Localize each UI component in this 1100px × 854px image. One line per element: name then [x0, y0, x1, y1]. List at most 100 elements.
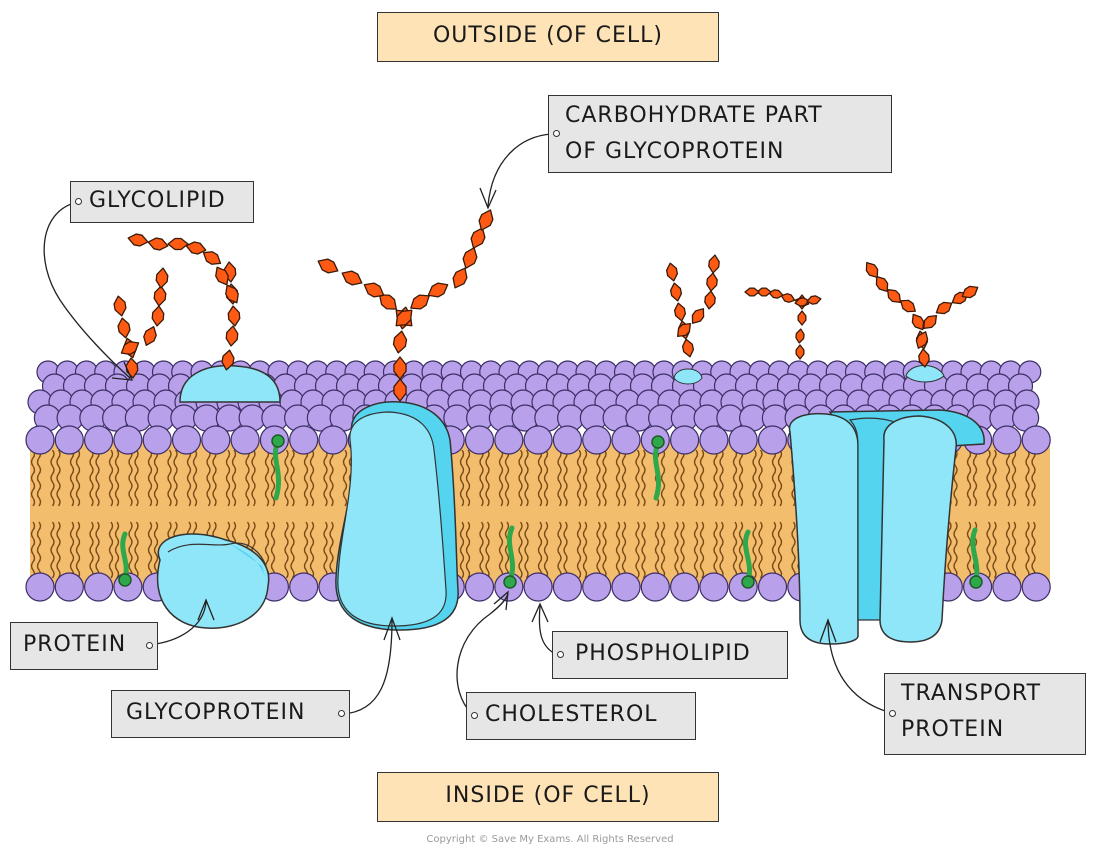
phospholipid-tail [557, 449, 562, 507]
phospholipid-tail [524, 449, 529, 507]
phospholipid-tail [114, 521, 120, 579]
phospholipid-tail [602, 521, 607, 579]
phospholipid-tail [1025, 521, 1030, 579]
carbohydrate-unit [147, 237, 169, 251]
cholesterol-label: CHOLESTEROL [466, 692, 696, 740]
phospholipid-tail [563, 521, 568, 579]
phospholipid-head [699, 572, 729, 602]
carbohydrate-unit [911, 313, 925, 331]
phospholipid-tail [147, 521, 153, 579]
phospholipid-tail [270, 449, 276, 507]
phospholipid-tail [966, 449, 972, 507]
carbohydrate-unit [127, 233, 149, 247]
phospholipid-tail [498, 449, 504, 507]
phospholipid-tail [56, 521, 61, 579]
phospholipid-tail [128, 449, 133, 507]
phospholipid-head [25, 572, 55, 602]
phospholipid-tail [582, 521, 588, 579]
phospholipid-tail [284, 521, 289, 579]
phospholipid-tail [128, 521, 133, 579]
carbohydrate-unit [167, 237, 189, 251]
carbohydrate-chains [113, 209, 979, 402]
glycoprotein-body [335, 401, 459, 631]
phospholipid-tail [738, 449, 744, 507]
phospholipid-head [464, 425, 495, 455]
phospholipid-tail [1011, 449, 1017, 507]
cholesterol [969, 527, 983, 589]
phospholipid-tail [596, 449, 601, 507]
carbohydrate-unit [393, 356, 407, 380]
phospholipid-tail [615, 521, 621, 579]
phospholipid-tail [758, 449, 763, 507]
phospholipid-tail [1005, 449, 1011, 507]
cholesterol [503, 525, 517, 589]
phospholipid-tail [732, 521, 738, 579]
carbohydrate-unit [143, 326, 157, 346]
phospholipid-tail [134, 449, 139, 507]
carbohydrate-unit [708, 254, 720, 274]
phospholipid-head [1021, 572, 1051, 602]
phospholipid-tail [738, 521, 744, 579]
phospholipid-tail [153, 449, 159, 507]
phospholipid-tail [309, 449, 315, 507]
phospholipid-tail [95, 521, 100, 579]
carbohydrate-unit [155, 267, 169, 289]
carbohydrate-unit [875, 276, 889, 292]
cholesterol-molecules [118, 434, 983, 589]
phospholipid-head [83, 425, 114, 455]
carbohydrate-part-label: CARBOHYDRATE PART OF GLYCOPROTEIN [548, 95, 892, 173]
carbohydrate-unit [427, 282, 449, 298]
phospholipid-tail [284, 449, 289, 507]
phospholipid-head [230, 425, 260, 455]
phospholipid-tail [699, 521, 705, 579]
phospholipid-head [494, 425, 524, 455]
carbohydrate-unit [185, 241, 207, 255]
phospholipid-tail [602, 449, 607, 507]
phospholipid-tail [147, 449, 153, 507]
phospholipid-label: PHOSPHOLIPID [552, 631, 788, 679]
phospholipid-tail [972, 449, 978, 507]
phospholipid-tail [465, 449, 471, 507]
cholesterol [651, 435, 665, 501]
carbohydrate-leader [479, 133, 553, 210]
phospholipid-head [201, 425, 231, 455]
phospholipid-tail [1011, 521, 1017, 579]
carbohydrate-unit [117, 317, 131, 339]
phospholipid-tail [543, 449, 549, 507]
phospholipid-tail [537, 521, 543, 579]
phospholipid-head [699, 425, 729, 455]
glycoprotein-leader [341, 616, 401, 715]
phospholipid-tail [621, 449, 627, 507]
carbohydrate-unit [673, 302, 687, 322]
phospholipid-head [464, 572, 495, 602]
carbohydrate-unit [363, 282, 385, 298]
small-protein-glycolipid-base [673, 368, 703, 385]
phospholipid-tail [75, 449, 81, 507]
carbohydrate-unit [768, 289, 784, 299]
phospholipid-tail [479, 449, 484, 507]
phospholipid-tail [167, 449, 172, 507]
carbohydrate-unit [120, 341, 140, 355]
phospholipid-tail [290, 521, 295, 579]
phospholipid-head [640, 572, 670, 602]
phospholipid-tail [186, 449, 192, 507]
phospholipid-head [318, 425, 348, 455]
phospholipid-tail [641, 521, 646, 579]
carbohydrate-unit [452, 267, 468, 289]
phospholipid-head [992, 425, 1022, 455]
phospholipid-tail [576, 449, 582, 507]
carbohydrate-unit [806, 295, 822, 305]
phospholipid-tail [231, 449, 237, 507]
phospholipid-tail [329, 521, 334, 579]
carbohydrate-line-1: CARBOHYDRATE PART [565, 103, 823, 128]
phospholipid-tail [342, 449, 348, 507]
phospholipid-head [582, 425, 612, 455]
phospholipid-head [728, 425, 758, 455]
phospholipid-tail [758, 521, 763, 579]
phospholipid-head [669, 425, 700, 455]
carbohydrate-unit [669, 282, 683, 302]
phospholipid-tail [264, 449, 270, 507]
phospholipid-head [523, 425, 553, 455]
phospholipid-tail [524, 521, 529, 579]
phospholipid-tail [777, 521, 783, 579]
